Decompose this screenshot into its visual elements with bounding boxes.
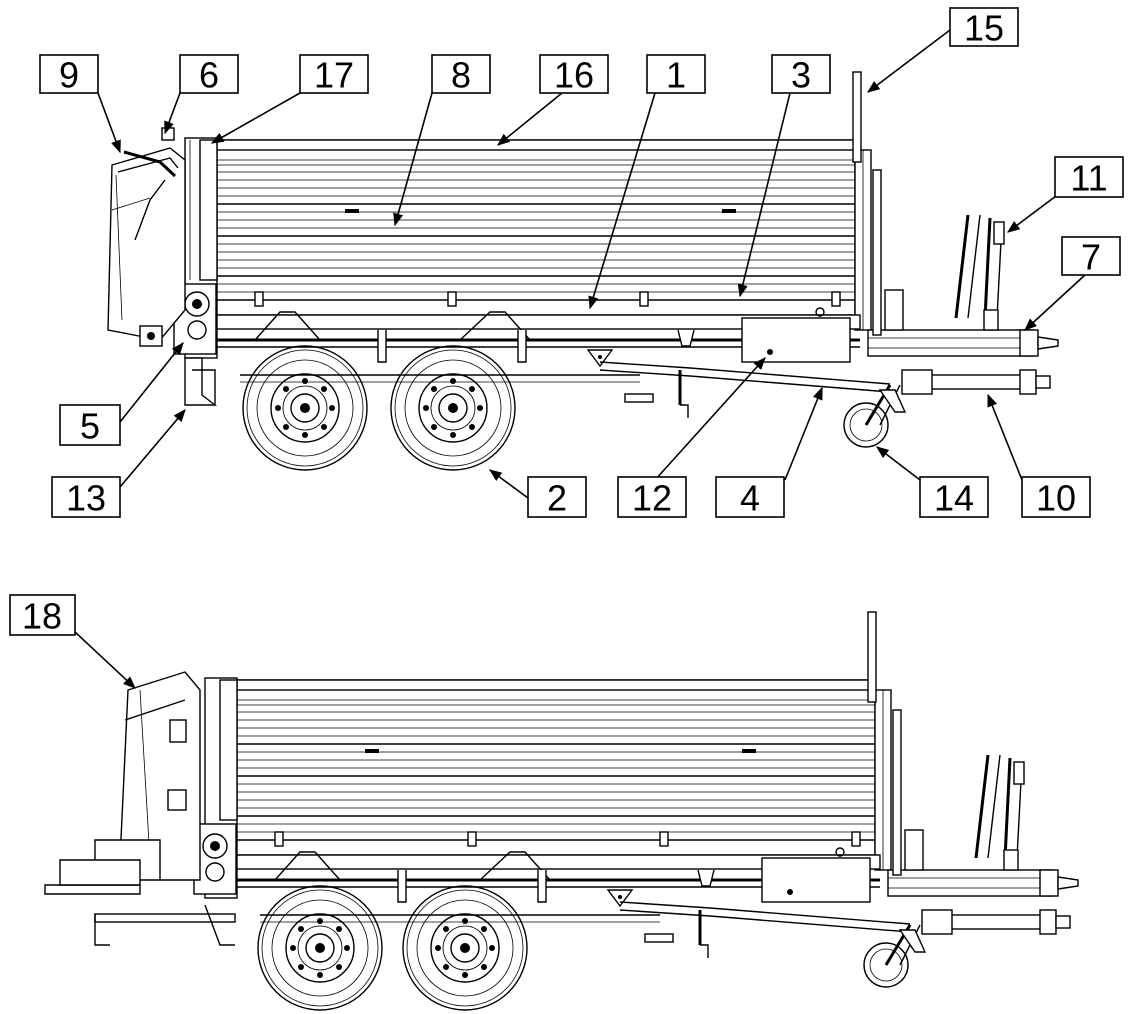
callout-9-label: 9: [59, 55, 79, 96]
callout-13-label: 13: [66, 478, 106, 519]
callout-13: 13: [51, 476, 121, 519]
callout-6: 6: [179, 54, 239, 96]
callout-11-label: 11: [1070, 158, 1107, 199]
callout-8-label: 8: [451, 55, 471, 96]
callout-3-label: 3: [791, 55, 811, 96]
callout-2: 2: [527, 476, 587, 519]
callout-7: 7: [1061, 236, 1121, 278]
callout-4-label: 4: [740, 478, 760, 519]
callout-11: 11: [1054, 156, 1124, 199]
callout-8: 8: [431, 54, 491, 96]
callout-16: 16: [539, 54, 609, 96]
callout-1-label: 1: [666, 55, 686, 96]
callout-2-label: 2: [547, 478, 567, 519]
callout-1: 1: [646, 54, 706, 96]
callout-12-label: 12: [632, 478, 672, 519]
spreader-view-top: [107, 71, 1060, 471]
callout-12: 12: [617, 476, 687, 519]
callout-14-label: 14: [934, 478, 974, 519]
callout-16-label: 16: [554, 55, 594, 96]
callout-15-label: 15: [964, 8, 1004, 49]
callout-17: 17: [299, 54, 369, 96]
callout-9: 9: [39, 54, 99, 96]
callout-18-label: 18: [22, 596, 62, 637]
callout-10: 10: [1021, 476, 1091, 519]
leader-lines: [74, 29, 1086, 689]
callout-6-label: 6: [199, 55, 219, 96]
callout-17-label: 17: [314, 55, 354, 96]
callout-14: 14: [919, 476, 989, 519]
callout-15: 15: [949, 7, 1019, 49]
callout-5-label: 5: [80, 406, 100, 447]
callout-18: 18: [9, 594, 76, 637]
callout-7-label: 7: [1081, 237, 1101, 278]
callout-10-label: 10: [1036, 478, 1076, 519]
callout-4: 4: [715, 476, 785, 519]
spreader-view-bottom: [44, 611, 1080, 1011]
callout-5: 5: [59, 404, 121, 447]
callout-3: 3: [771, 54, 831, 96]
